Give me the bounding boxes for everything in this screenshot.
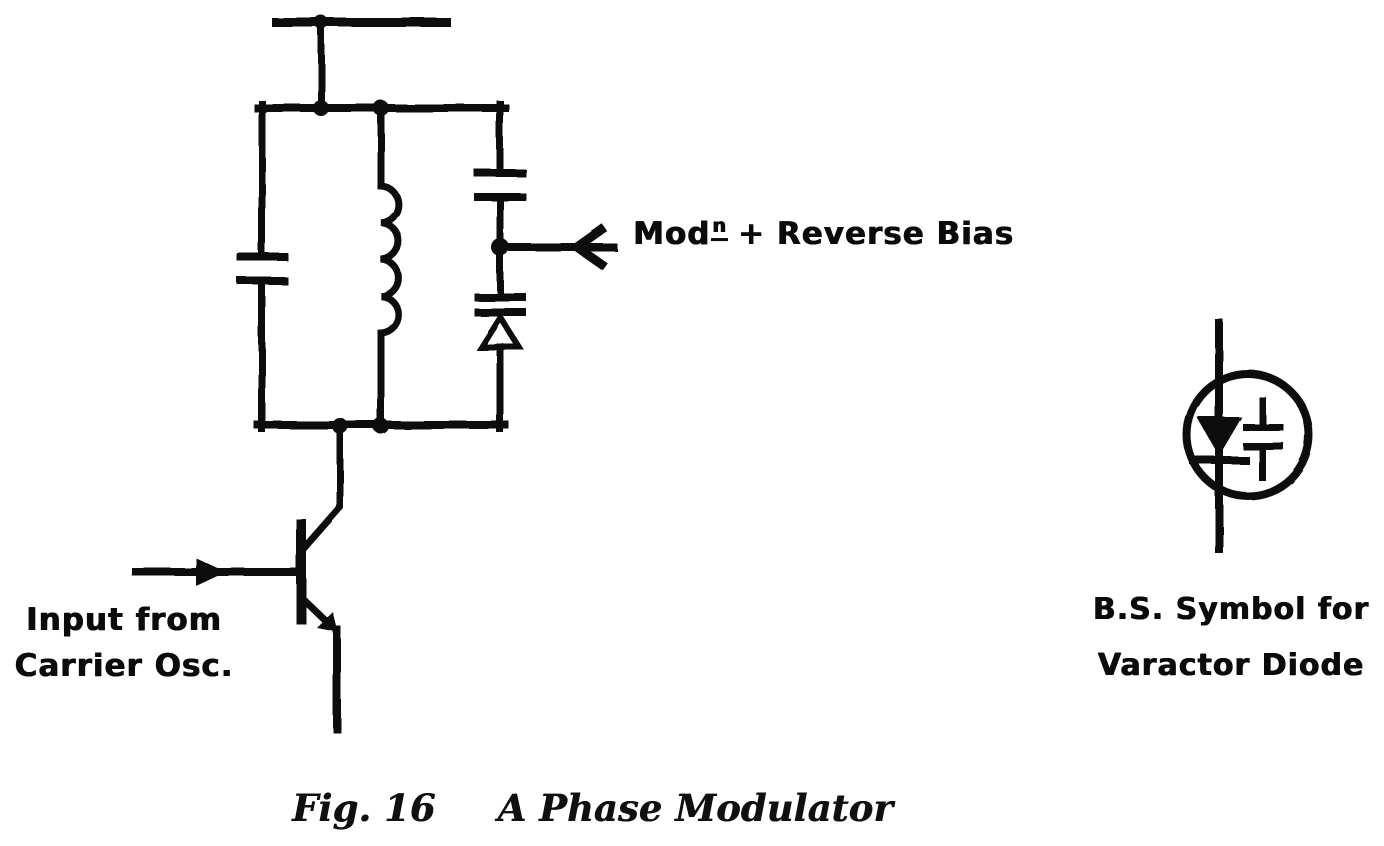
capacitor-icon bbox=[237, 100, 288, 433]
bs-symbol-label: B.S. Symbol for Varactor Diode bbox=[1078, 582, 1384, 694]
collector-lead bbox=[299, 421, 344, 553]
figure-number: Fig. 16 bbox=[292, 786, 436, 830]
inductor-coil-icon bbox=[377, 100, 402, 433]
bs-symbol-label-line2: Varactor Diode bbox=[1097, 648, 1365, 683]
modulation-label-rest: + Reverse Bias bbox=[738, 216, 1015, 252]
bs-symbol-label-line1: B.S. Symbol for bbox=[1092, 592, 1370, 627]
varactor-diode-icon bbox=[474, 293, 526, 433]
carrier-input-label-line2: Carrier Osc. bbox=[14, 648, 234, 684]
right-arrow-icon bbox=[196, 558, 226, 586]
junction-dot bbox=[313, 100, 329, 116]
diode-triangle bbox=[1197, 417, 1242, 456]
emitter-arrow-icon bbox=[317, 612, 338, 632]
modulation-label-superscript: n bbox=[711, 214, 729, 242]
emitter-lead bbox=[298, 594, 334, 629]
figure-title: A Phase Modulator bbox=[497, 786, 893, 830]
bs-varactor-circle-icon bbox=[1183, 319, 1313, 553]
figure-caption: Fig. 16 A Phase Modulator bbox=[292, 786, 893, 830]
npn-transistor-icon bbox=[132, 421, 344, 733]
modulation-label-base: Mod bbox=[633, 216, 711, 252]
left-arrow-icon bbox=[491, 223, 617, 271]
carrier-input-label-line1: Input from bbox=[26, 602, 222, 638]
supply-rail-icon bbox=[271, 15, 451, 116]
carrier-input-label: Input from Carrier Osc. bbox=[8, 597, 240, 689]
coupling-capacitor-icon bbox=[474, 100, 526, 297]
